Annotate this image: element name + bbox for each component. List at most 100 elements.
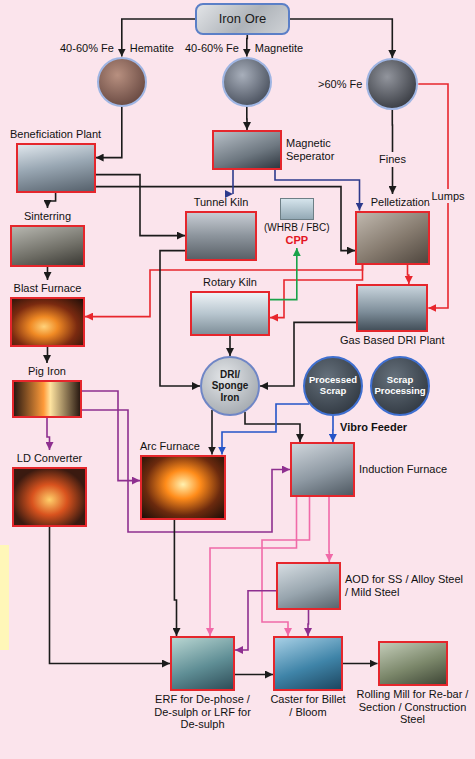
photo-frame (276, 562, 341, 610)
node-label: Arc Furnace (140, 440, 200, 453)
flow-arrow (245, 412, 300, 442)
plant-box: Pig Iron (12, 365, 82, 418)
photo-frame (12, 380, 82, 418)
label-group: 40-60% FeHematite (60, 42, 184, 55)
label-group: Caster for Billet / Bloom (268, 693, 348, 718)
power-plant: (WHRB / FBC)CPP (264, 198, 330, 246)
label-group: >60% Fe (318, 78, 362, 91)
flow-arrow (235, 674, 273, 676)
label-group: Rotary Kiln (203, 276, 257, 289)
node-label: LD Converter (17, 452, 82, 465)
photo-frame (10, 297, 85, 347)
node-label: Rotary Kiln (203, 276, 257, 289)
plant-box: Beneficiation Plant (10, 128, 101, 193)
flow-arrow (96, 175, 185, 236)
photo-frame (378, 641, 448, 686)
plant-box: Tunnel Kiln (185, 196, 257, 261)
plant-box: LD Converter (12, 452, 87, 527)
node-label: Tunnel Kiln (194, 196, 249, 209)
plant-box: Induction Furnace (290, 442, 459, 497)
label-group: Blast Furnace (14, 282, 82, 295)
flow-arrow (235, 591, 276, 650)
label-group: LD Converter (17, 452, 82, 465)
node-label: Magnetic Seperator (286, 137, 348, 162)
node-label: Beneficiation Plant (10, 128, 101, 141)
plant-box: Blast Furnace (10, 282, 85, 347)
flow-arrow (122, 19, 195, 57)
flow-arrow (46, 347, 48, 363)
flow-arrow (50, 527, 171, 664)
label-group: Rolling Mill for Re-bar / Section / Cons… (355, 688, 470, 726)
photo-frame (10, 225, 85, 267)
photo-frame (290, 442, 355, 497)
photo-frame (355, 211, 430, 265)
plant-box: Arc Furnace (140, 440, 226, 520)
node-label: Gas Based DRI Plant (340, 334, 445, 347)
flow-arrow (328, 497, 330, 562)
ore-circle: >60% Fe (318, 58, 418, 110)
label-group: (WHRB / FBC)CPP (264, 222, 330, 246)
ore-circle: 40-60% Fe Magnetite (185, 42, 309, 107)
flow-arrow (307, 610, 309, 636)
photo-frame (140, 455, 226, 520)
flow-arrow (82, 391, 140, 481)
photo-circle (97, 57, 147, 107)
plant-box: Pelletization (355, 196, 430, 265)
ore-circle: 40-60% FeHematite (60, 42, 184, 107)
label-group: Arc Furnace (140, 440, 200, 453)
label-group: 40-60% Fe Magnetite (185, 42, 309, 55)
plant-box: Rotary Kiln (190, 276, 270, 336)
node-label: CPP (285, 234, 308, 247)
node-label: >60% Fe (318, 78, 362, 91)
plant-box: Magnetic Seperator (212, 130, 348, 170)
flow-arrow (47, 267, 49, 280)
side-strip (0, 545, 9, 650)
flow-arrow (229, 336, 231, 356)
scrap-circle: Scrap Processing (370, 356, 430, 416)
photo-frame (12, 467, 87, 527)
photo-frame (212, 130, 282, 170)
node-label: Pelletization (371, 196, 430, 209)
flow-arrow (246, 107, 248, 130)
label-group: Induction Furnace (359, 463, 459, 476)
label-group: Gas Based DRI Plant (340, 334, 445, 347)
label-group: Tunnel Kiln (194, 196, 249, 209)
flow-arrow (270, 248, 297, 300)
node-label: Magnetite (255, 42, 309, 55)
label-group: Magnetic Seperator (286, 137, 348, 162)
photo-circle: DRI/ Sponge Iron (200, 356, 260, 416)
label-group: Beneficiation Plant (10, 128, 101, 141)
photo-frame (190, 291, 270, 336)
plant-box: ERF for De-phose / De-sulph or LRF for D… (150, 636, 255, 731)
photo-circle: Scrap Processing (370, 356, 430, 416)
label-group: Iron Ore (199, 12, 287, 27)
node-label: 40-60% Fe (185, 42, 239, 55)
plant-box: Rolling Mill for Re-bar / Section / Cons… (355, 641, 470, 726)
plant-box: AOD for SS / Alloy Steel / Mild Steel (276, 562, 463, 610)
flow-arrow (174, 520, 176, 636)
label-group: Processed Scrap (306, 375, 360, 397)
label-group: ERF for De-phose / De-sulph or LRF for D… (150, 693, 255, 731)
flow-arrow (290, 19, 392, 58)
flow-arrow (270, 265, 363, 318)
photo-frame (356, 284, 428, 332)
label-group: Pig Iron (28, 365, 66, 378)
flow-arrow (48, 193, 56, 208)
edge-label: Lumps (429, 189, 466, 204)
node-label: Caster for Billet / Bloom (268, 693, 348, 718)
node-label: AOD for SS / Alloy Steel / Mild Steel (345, 573, 463, 598)
note-label: Vibro Feeder (340, 421, 407, 434)
plant-box: Caster for Billet / Bloom (268, 636, 348, 718)
flow-arrow (408, 265, 409, 284)
flow-arrow (343, 663, 378, 665)
edge-label: Fines (377, 152, 408, 167)
photo-frame (280, 198, 314, 220)
photo-frame (273, 636, 343, 691)
node-label: Induction Furnace (359, 463, 459, 476)
node-label: Pig Iron (28, 365, 66, 378)
node-label: Rolling Mill for Re-bar / Section / Cons… (355, 688, 470, 726)
product-circle: DRI/ Sponge Iron (200, 356, 260, 416)
plant-box: Gas Based DRI Plant (340, 284, 445, 347)
label-group: Scrap Processing (373, 375, 427, 397)
node-label: Iron Ore (219, 12, 267, 27)
